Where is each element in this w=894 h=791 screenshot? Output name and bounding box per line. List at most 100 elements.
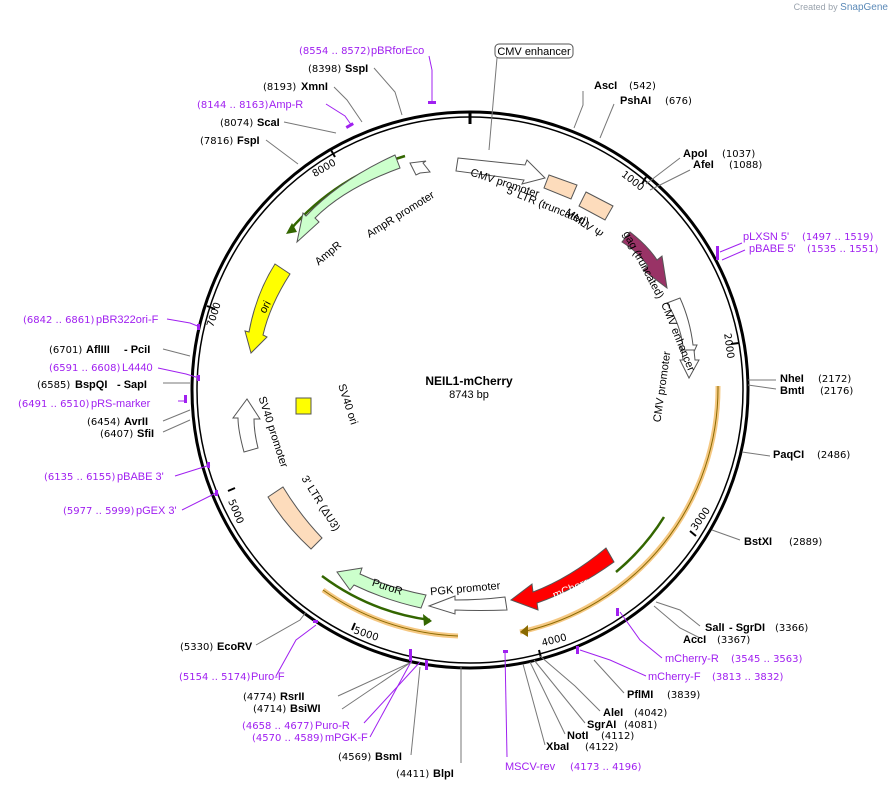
- site-xbai-pos: (4122): [585, 742, 618, 753]
- site-paqci-pos: (2486): [817, 450, 850, 461]
- primer-marks: [184, 101, 719, 670]
- site-sali: SalI: [705, 622, 725, 634]
- site-scai-pos: (8074): [220, 118, 253, 129]
- site-fspi: FspI: [237, 135, 260, 147]
- primer-prs-marker: pRS-marker: [91, 398, 151, 410]
- primer-mscv-rev-pos: (4173 .. 4196): [570, 762, 642, 773]
- site-bspqi-pos: (6585): [37, 380, 70, 391]
- site-sfii: SfiI: [137, 428, 154, 440]
- site-nhei: NheI: [780, 373, 804, 385]
- site-sfii-pos: (6407): [100, 429, 133, 440]
- sv40-promoter-label: SV40 promoter: [256, 395, 290, 469]
- site-pflmi: PflMI: [627, 689, 653, 701]
- primer-leaders: [157, 55, 746, 758]
- site-afliii-pos: (6701): [49, 345, 82, 356]
- ampr-feature: [296, 154, 401, 244]
- site-ecorv-pos: (5330): [180, 642, 213, 653]
- site-rsrii-pos: (4774): [243, 692, 276, 703]
- tick-7000: 7000: [205, 301, 223, 329]
- site-blpi-pos: (4411): [396, 769, 429, 780]
- site-acci: AccI: [683, 634, 706, 646]
- site-ecorv: EcoRV: [217, 641, 253, 653]
- site-pshai-pos: (676): [665, 96, 692, 107]
- primer-pgex3: pGEX 3': [136, 505, 177, 517]
- primer-mcherry-f-pos: (3813 .. 3832): [712, 672, 784, 683]
- site-alei-pos: (4042): [634, 708, 667, 719]
- pgk-promoter-feature: [427, 595, 508, 615]
- ampr-promoter-feature: [409, 160, 431, 176]
- plasmid-name: NEIL1-mCherry: [425, 374, 513, 388]
- site-bspqi: BspQI: [75, 379, 107, 391]
- primer-pbrforeco: pBRforEco: [371, 45, 424, 57]
- primer-puro-r-pos: (4658 .. 4677): [242, 721, 314, 732]
- site-rsrii: RsrII: [280, 691, 304, 703]
- puro-orf-line: [322, 589, 459, 637]
- site-scai: ScaI: [257, 117, 280, 129]
- site-sgrai: SgrAI: [587, 719, 616, 731]
- site-apoi-pos: (1037): [722, 149, 755, 160]
- tick-5000-left: 5000: [225, 498, 245, 526]
- ampr-label: AmpR: [313, 239, 344, 268]
- ltr3-feature: [267, 486, 323, 550]
- site-paqci: PaqCI: [773, 449, 804, 461]
- site-bmti-pos: (2176): [820, 386, 853, 397]
- site-sapi: - SapI: [117, 379, 147, 391]
- primer-pgex3-pos: (5977 .. 5999): [63, 506, 135, 517]
- cmv-promoter-right-feature: [679, 349, 700, 380]
- site-bsiwi-pos: (4714): [253, 704, 286, 715]
- site-avrii-pos: (6454): [87, 417, 120, 428]
- primer-mcherry-r-pos: (3545 .. 3563): [731, 654, 803, 665]
- site-bmti: BmtI: [780, 385, 804, 397]
- primer-ampr: Amp-R: [269, 99, 303, 111]
- site-bstxi-pos: (2889): [789, 537, 822, 548]
- primer-pbr322ori-pos: (6842 .. 6861): [23, 315, 95, 326]
- primer-puro-f-pos: (5154 .. 5174): [179, 672, 251, 683]
- tick-2000: 2000: [721, 333, 735, 360]
- site-pshai: PshAI: [620, 95, 651, 107]
- sv40-ori-label: SV40 ori: [335, 382, 359, 426]
- site-pcii: - PciI: [124, 344, 150, 356]
- mmlv-psi-feature: [578, 191, 614, 221]
- site-afei-pos: (1088): [729, 160, 762, 171]
- mcherry-feature: [509, 547, 615, 611]
- orf-line-right: [521, 385, 719, 633]
- sv40-promoter-feature: [232, 398, 261, 453]
- site-afliii: AflIII: [86, 344, 110, 356]
- ori-label: ori: [257, 299, 273, 315]
- cmv-enhancer-top-leader: [488, 57, 498, 151]
- site-fspi-pos: (7816): [200, 136, 233, 147]
- site-afei: AfeI: [693, 159, 714, 171]
- sv40-ori-feature: [295, 397, 312, 415]
- tick-5000: 5000: [352, 625, 380, 643]
- site-bsiwi: BsiWI: [290, 703, 321, 715]
- cmv-enhancer-top-box: [494, 43, 574, 59]
- site-alei: AleI: [603, 707, 623, 719]
- site-blpi: BlpI: [433, 768, 454, 780]
- primer-plxsn: pLXSN 5': [743, 231, 789, 243]
- primer-pbabe3: pBABE 3': [117, 471, 164, 483]
- primer-l4440: L4440: [122, 362, 153, 374]
- primer-mpgk-f: mPGK-F: [325, 732, 368, 744]
- primer-pbrforeco-pos: (8554 .. 8572): [299, 46, 371, 57]
- site-pflmi-pos: (3839): [667, 690, 700, 701]
- cmv-promoter-top-feature: [455, 157, 546, 185]
- snapgene-logo-text: SnapGene: [840, 2, 888, 13]
- site-sspi-pos: (8398): [308, 64, 341, 75]
- primer-pbabe3-pos: (6135 .. 6155): [44, 472, 116, 483]
- primer-plxsn-pos: (1497 .. 1519): [802, 232, 874, 243]
- site-bstxi: BstXI: [744, 536, 772, 548]
- site-sspi: SspI: [345, 63, 368, 75]
- site-asci: AscI: [594, 80, 617, 92]
- primer-l4440-pos: (6591 .. 6608): [49, 363, 121, 374]
- site-leaders: [162, 67, 777, 763]
- puro-orf-arrow: [423, 614, 432, 626]
- ampr-promoter-label: AmpR promoter: [365, 189, 437, 240]
- site-xmni: XmnI: [301, 81, 328, 93]
- primer-pbr322ori: pBR322ori-F: [96, 314, 159, 326]
- created-by-text: Created by: [793, 2, 838, 12]
- plasmid-length: 8743 bp: [449, 389, 489, 401]
- site-xmni-pos: (8193): [263, 82, 296, 93]
- orf-arrow-right: [520, 625, 528, 637]
- primer-mcherry-r: mCherry-R: [665, 653, 719, 665]
